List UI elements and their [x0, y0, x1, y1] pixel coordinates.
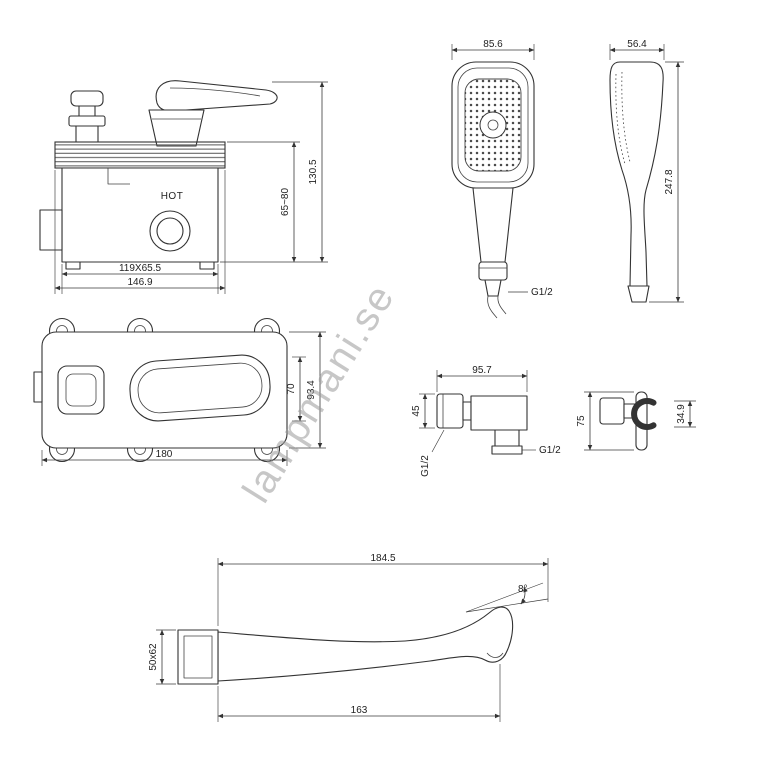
dim-label-93-4: 93.4 — [306, 380, 317, 400]
hand-shower-side-view: 56.4 247.8 — [609, 39, 684, 303]
dim-elbow-width: 95.7 — [436, 365, 528, 392]
hot-label: HOT — [161, 191, 184, 202]
dim-label-85-6: 85.6 — [483, 39, 503, 50]
mixer-handle — [148, 80, 278, 147]
thread-label-g12-inlet: G1/2 — [420, 455, 431, 477]
dim-label-65-80: 65~80 — [280, 188, 291, 217]
shower-holder-view: 75 34.9 — [576, 391, 696, 451]
dim-shower-width: 85.6 — [451, 39, 535, 60]
dim-label-70: 70 — [286, 383, 297, 395]
dim-label-34-9: 34.9 — [676, 404, 687, 424]
dim-elbow-height: 45 — [411, 393, 435, 429]
thread-label-g12-outlet: G1/2 — [539, 445, 561, 456]
dim-label-95-7: 95.7 — [472, 365, 492, 376]
dim-back-plate-width: 180 — [41, 449, 288, 466]
dim-label-163: 163 — [351, 705, 368, 716]
hand-shower-front-view: 85.6 G1/2 — [451, 39, 553, 319]
rough-in-plate — [33, 317, 288, 463]
mixer-hose-outlet — [68, 90, 106, 143]
dim-spout-flange: 50x62 — [148, 629, 176, 685]
shower-holder-body — [599, 391, 657, 451]
dim-label-56-4: 56.4 — [627, 39, 647, 50]
dim-label-146-9: 146.9 — [127, 277, 152, 288]
dim-label-119x65-5: 119X65.5 — [119, 263, 162, 274]
wall-elbow-view: 95.7 45 G1/2 G1/2 — [411, 365, 561, 477]
mixer-back-view: 70 93.4 180 — [33, 317, 326, 466]
spout-angle-callout: 8° — [465, 582, 549, 613]
dim-mixer-width-outer: 146.9 — [54, 170, 226, 294]
hand-shower-profile — [609, 61, 664, 303]
dim-label-130-5: 130.5 — [308, 159, 319, 184]
elbow-outlet-thread-callout: G1/2 — [522, 445, 561, 456]
spout-view: 184.5 8° 50x62 163 — [148, 553, 549, 722]
dim-label-180: 180 — [156, 449, 173, 460]
hand-shower-head — [451, 61, 535, 189]
dim-spout-length-total: 184.5 — [217, 553, 549, 626]
dim-shower-depth: 56.4 — [609, 39, 665, 60]
dim-holder-depth: 34.9 — [674, 400, 696, 428]
dim-label-50x62: 50x62 — [148, 643, 159, 671]
hand-shower-handle — [472, 187, 514, 319]
spout-body — [177, 606, 514, 685]
wall-elbow-body — [436, 393, 528, 455]
dim-spout-length-bottom: 163 — [217, 664, 501, 722]
dim-mixer-depth-range: 65~80 — [227, 141, 300, 263]
dim-back-plate-height: 93.4 — [289, 331, 326, 449]
dim-label-45: 45 — [411, 405, 422, 417]
dim-back-body-height: 70 — [286, 356, 306, 422]
mixer-side-view: HOT 130.5 65~80 119X65.5 146.9 — [39, 80, 328, 294]
thread-label-g12-shower: G1/2 — [531, 287, 553, 298]
dim-mixer-height-total: 130.5 — [220, 81, 328, 263]
elbow-inlet-thread-callout: G1/2 — [420, 429, 445, 477]
shower-thread-callout: G1/2 — [508, 287, 553, 298]
dim-label-247-8: 247.8 — [664, 169, 675, 194]
dim-holder-height: 75 — [576, 391, 634, 451]
dim-label-8deg: 8° — [518, 584, 528, 595]
mixer-body: HOT — [39, 167, 219, 270]
dim-label-75: 75 — [576, 415, 587, 427]
dim-shower-height: 247.8 — [649, 61, 684, 303]
dim-label-184-5: 184.5 — [370, 553, 395, 564]
mixer-wall-plate — [54, 141, 226, 169]
